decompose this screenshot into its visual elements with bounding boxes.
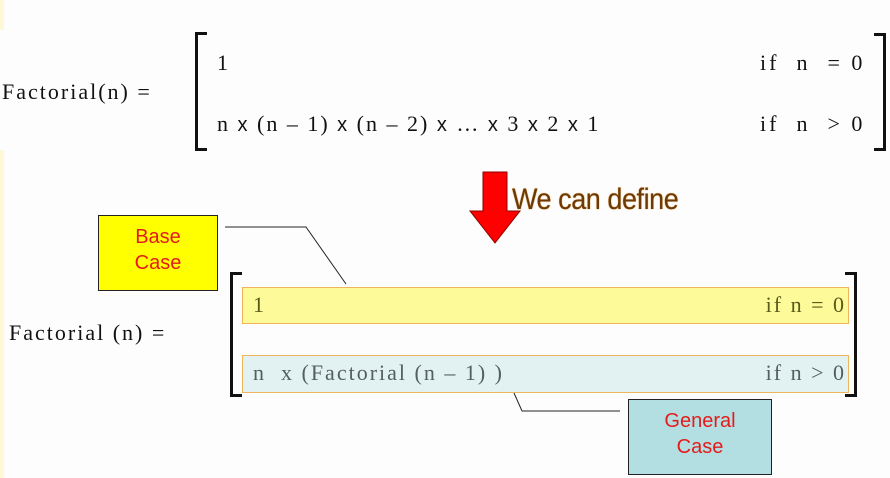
expr-part: 2 <box>539 111 568 136</box>
down-arrow-icon <box>468 171 522 244</box>
general-case-condition: if n > 0 <box>765 360 846 385</box>
general-case-callout-line-2: Case <box>676 436 724 458</box>
definition-1-case-1-expression: 1 <box>217 50 230 75</box>
base-case-callout: Base Case <box>98 215 218 291</box>
base-case-callout-line-1: Base <box>135 226 181 248</box>
times-symbol: x <box>567 114 580 136</box>
general-case-expression: n x (Factorial (n – 1) ) <box>253 360 504 385</box>
base-case-row: 1 if n = 0 <box>242 287 849 324</box>
times-symbol: x <box>487 114 500 136</box>
definition-1-case-2-condition: if n > 0 <box>760 111 866 136</box>
base-case-callout-line-2: Case <box>134 252 182 274</box>
transition-label: We can define <box>512 183 679 216</box>
base-case-condition: if n = 0 <box>765 292 846 317</box>
times-symbol: x <box>337 114 350 136</box>
definition-1-left-bracket <box>195 32 207 151</box>
general-case-row: n x (Factorial (n – 1) ) if n > 0 <box>242 355 849 393</box>
expr-part: (n – 1) <box>249 111 338 136</box>
expr-part: … <box>448 111 488 136</box>
base-case-connector-line <box>225 226 347 285</box>
expr-part: (n – 2) <box>349 111 437 136</box>
general-case-connector-line <box>513 392 620 412</box>
definition-2-lhs: Factorial (n) = <box>9 320 167 345</box>
definition-1-right-bracket <box>874 33 886 151</box>
definition-2-left-bracket <box>230 272 242 397</box>
definition-1-case-2-expression: n x (n – 1) x (n – 2) x … x 3 x 2 x 1 <box>217 111 600 138</box>
expr-part: n <box>217 111 238 136</box>
definition-1-lhs: Factorial(n) = <box>2 79 152 104</box>
times-symbol: x <box>527 114 540 136</box>
general-case-callout-line-1: General <box>664 410 736 432</box>
general-case-callout: General Case <box>628 399 772 475</box>
expr-part: 3 <box>499 111 528 136</box>
base-case-expression: 1 <box>253 292 266 317</box>
edge-tint-top <box>0 0 4 30</box>
definition-1-case-1-condition: if n = 0 <box>760 50 866 75</box>
edge-tint-bottom <box>0 150 4 478</box>
definition-2-right-bracket <box>845 272 857 397</box>
times-symbol: x <box>436 114 449 136</box>
expr-part: 1 <box>579 111 601 136</box>
times-symbol: x <box>237 114 250 136</box>
